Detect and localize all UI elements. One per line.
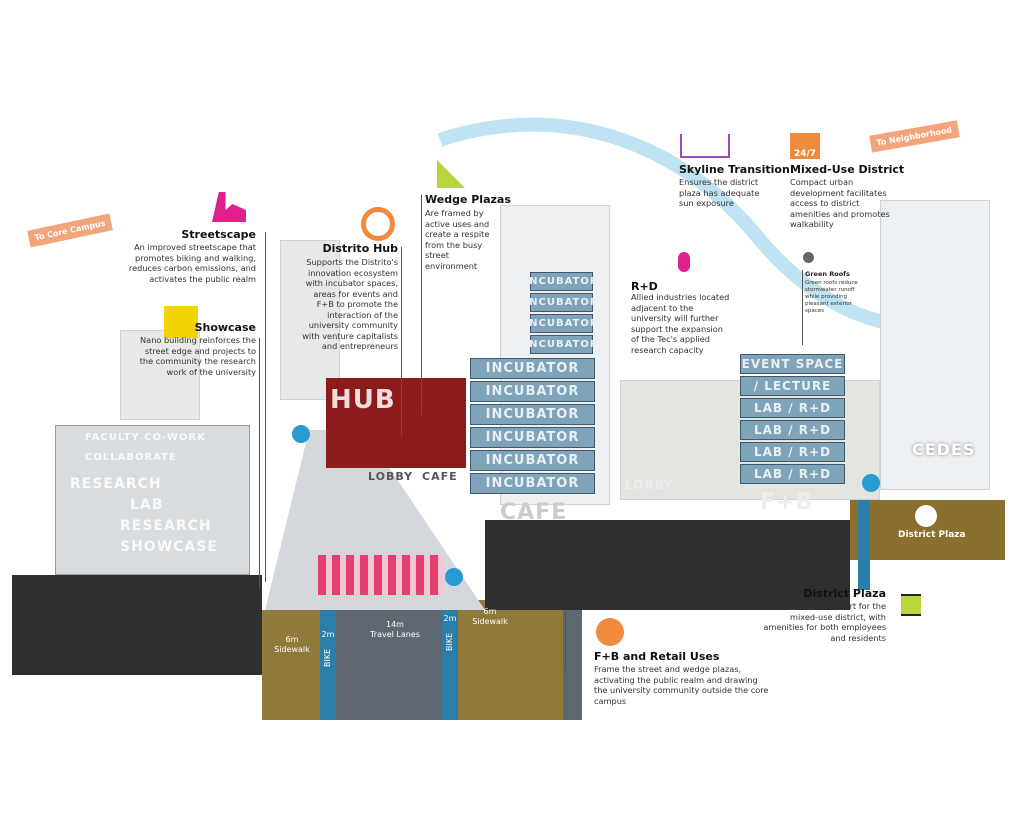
district-plaza-ground-label: District Plaza: [898, 530, 966, 540]
right-bike-name: BIKE: [445, 632, 454, 651]
floor-label: INCUBATOR: [470, 473, 595, 494]
wedge-plazas-text: Are framed by active uses and create a r…: [425, 208, 490, 271]
wedge-plazas-title: Wedge Plazas: [425, 193, 511, 206]
research-label-2: RESEARCH: [120, 518, 212, 534]
distrito-hub-text: Supports the Distrito's innovation ecosy…: [302, 257, 398, 351]
showcase-building-icon: [164, 306, 198, 338]
cedes-label: CEDES: [912, 440, 976, 459]
floor-label: INCUBATOR: [524, 272, 598, 291]
distrito-hub-title: Distrito Hub: [322, 242, 398, 255]
green-roofs-title: Green Roofs: [805, 270, 850, 278]
showcase-label: SHOWCASE: [120, 539, 218, 555]
district-plaza-text: Provides a heart for the mixed-use distr…: [763, 601, 886, 643]
right-bike-width: 2m: [443, 614, 457, 623]
bike-lane-icon: [292, 425, 310, 443]
left-sidewalk-name: Sidewalk: [274, 645, 310, 654]
hub-lobby-label: LOBBY: [368, 470, 414, 483]
faculty-cowork-label: FACULTY CO-WORK: [85, 432, 206, 443]
right-bike-section: [442, 605, 458, 720]
lab-label: LAB: [130, 497, 164, 513]
fb-retail-text: Frame the street and wedge plazas, activ…: [594, 664, 769, 706]
leader-line: [259, 338, 260, 588]
skyline-transition-title: Skyline Transition: [679, 163, 790, 176]
bike-lane-icon: [862, 474, 880, 492]
rd-lobby-label: LOBBY: [625, 478, 674, 492]
plaza-icon: [901, 594, 921, 616]
showcase-title: Showcase: [194, 321, 256, 334]
left-ground-section: [12, 575, 262, 675]
left-bike-name: BIKE: [323, 648, 332, 667]
lanes-name: Travel Lanes: [370, 630, 420, 639]
background-building: [280, 240, 340, 400]
hub-building: [326, 378, 466, 468]
skyline-transition-text: Ensures the district plaza has adequate …: [679, 177, 760, 208]
flower-icon: [803, 252, 814, 263]
plaza-bike-section: [858, 500, 870, 590]
lanes-width: 14m: [386, 620, 404, 629]
floor-label: INCUBATOR: [524, 335, 598, 354]
research-building: [55, 425, 250, 575]
research-label: RESEARCH: [70, 476, 162, 492]
floor-label: INCUBATOR: [470, 404, 595, 425]
plug-icon: [678, 252, 690, 272]
right-sidewalk-name: Sidewalk: [472, 617, 508, 626]
hub-label: HUB: [330, 385, 396, 415]
right-ground-section: [485, 520, 850, 610]
right-sidewalk-width: 6m: [483, 607, 497, 616]
24-7-city-icon: 24/7: [790, 133, 820, 159]
floor-label: LAB / R+D: [740, 420, 845, 440]
floor-label: INCUBATOR: [524, 314, 598, 333]
floor-label: INCUBATOR: [470, 427, 595, 448]
left-sidewalk-section: [262, 610, 320, 720]
floor-label: LAB / R+D: [740, 398, 845, 418]
floor-label: INCUBATOR: [470, 381, 595, 402]
mixed-use-text: Compact urban development facilitates ac…: [790, 177, 890, 229]
fb-retail-title: F+B and Retail Uses: [594, 650, 720, 663]
floor-label: INCUBATOR: [470, 450, 595, 471]
fb-label: F+B: [760, 490, 814, 515]
floor-label: LAB / R+D: [740, 464, 845, 484]
streetscape-title: Streetscape: [181, 228, 256, 241]
crosswalk: [318, 555, 443, 595]
left-bike-width: 2m: [321, 630, 335, 639]
right-sidewalk-section: [458, 600, 563, 720]
incubator-cafe-label: CAFE: [500, 500, 568, 525]
left-sidewalk-width: 6m: [285, 635, 299, 644]
plate-cutlery-icon: [596, 618, 624, 646]
leader-line: [565, 610, 566, 670]
floor-label: INCUBATOR: [470, 358, 595, 379]
leader-line: [421, 195, 422, 415]
streetscape-text: An improved streetscape that promotes bi…: [128, 242, 256, 284]
mixed-use-title: Mixed-Use District: [790, 163, 905, 176]
district-plaza-title: District Plaza: [803, 587, 886, 600]
collaborate-label: COLLABORATE: [85, 452, 177, 463]
green-roofs-text: Green roofs reduce stormwater runoff whi…: [805, 280, 858, 314]
hub-cafe-label: CAFE: [422, 470, 458, 483]
floor-label: INCUBATOR: [524, 293, 598, 312]
tree-icon: [915, 505, 937, 527]
rd-title: R+D: [631, 280, 658, 293]
showcase-text: Nano building reinforces the street edge…: [139, 335, 256, 377]
leader-line: [802, 270, 803, 345]
leader-line: [401, 247, 402, 437]
rd-text: Allied industries located adjacent to th…: [631, 292, 730, 355]
floor-label: / LECTURE: [740, 376, 845, 396]
people-cycle-icon: [361, 207, 395, 241]
cedes-tower: [880, 200, 990, 490]
floor-label: EVENT SPACE: [740, 354, 845, 374]
left-bike-section: [320, 610, 336, 720]
leader-line: [265, 232, 266, 582]
background-building: [120, 330, 200, 420]
floor-label: LAB / R+D: [740, 442, 845, 462]
skyline-icon: [680, 134, 730, 158]
bike-lane-icon: [445, 568, 463, 586]
